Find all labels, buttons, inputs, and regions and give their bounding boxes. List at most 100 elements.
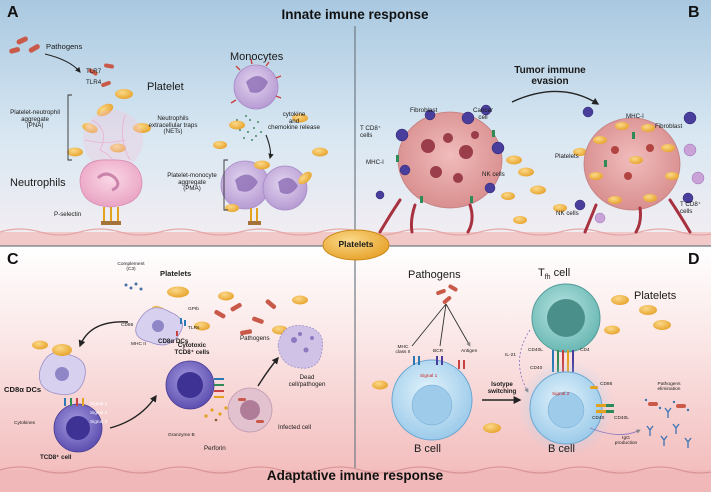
d-elim-line2: elimination	[657, 387, 681, 393]
d-tfh-tail: cell	[550, 267, 571, 279]
d-elim-line1: Pathogens	[657, 382, 681, 387]
c-signal2-label: Signal 2	[90, 411, 108, 416]
a-cytokine-line2: and	[288, 117, 300, 125]
d-isotype-label: Isotype switching	[480, 381, 524, 395]
c-gpib-label: GPIb	[188, 307, 199, 312]
d-il21-label: IL-21	[505, 353, 516, 358]
c-cytokines-label: Cytokines	[14, 421, 36, 426]
c-tcd8-cell-label: TCD8⁺ cell	[40, 454, 72, 461]
c-dead-line2: cell/pathogen	[288, 380, 326, 388]
c-complement-line2: (C3)	[126, 267, 136, 273]
d-pathogens-label: Pathogens	[408, 269, 461, 281]
b-platelets-label: Platelets	[555, 153, 579, 160]
c-platelets-label: Platelets	[160, 269, 192, 278]
c-cd8a-dcs-left: CD8α DCs	[4, 385, 42, 394]
a-pna-line3: (PNA)	[26, 122, 44, 129]
a-pma-line2: aggregate	[178, 178, 206, 186]
panel-c-letter: C	[7, 251, 19, 268]
b-cancer-cell-label: Cancer cell	[468, 107, 498, 121]
a-cytokine-line1: cytokine	[282, 111, 306, 118]
c-signal1-label: Signal 1	[90, 402, 108, 407]
panel-a-letter: A	[7, 4, 19, 21]
c-cd86-label: CD86	[121, 323, 134, 328]
d-cd40l-top: CD40L	[528, 348, 543, 353]
d-bcr-label: BCR	[433, 349, 444, 354]
endothelium-bottom	[0, 466, 711, 492]
b-tcd8-left-line2: cells	[360, 131, 373, 139]
d-isotype-line2: switching	[487, 387, 517, 395]
panel-d-art	[372, 283, 692, 456]
a-platelet-label: Platelet	[147, 81, 184, 93]
b-mhc-right: MHC-I	[626, 113, 644, 120]
a-nets-line1: Neutrophils	[157, 115, 189, 122]
b-tcd8-left: T CD8⁺ cells	[360, 125, 382, 139]
c-tlrs-label: TLRs	[188, 326, 200, 331]
c-pathogens-label: Pathogens	[240, 335, 270, 342]
d-platelets-label: Platelets	[634, 290, 677, 302]
a-pma-line3: (PMA)	[183, 185, 201, 192]
a-pathogens-label: Pathogens	[46, 42, 83, 51]
d-b-cell-right: B cell	[548, 443, 575, 455]
c-dead-label: Dead cell/pathogen	[285, 374, 329, 388]
panel-d-letter: D	[688, 251, 700, 268]
c-complement-line1: Complement	[117, 262, 145, 267]
a-pna-line2: aggregate	[21, 115, 49, 123]
adaptive-title: Adaptative imune response	[266, 468, 444, 483]
panel-a-art	[9, 36, 328, 225]
d-cd40l-right: CD40L	[614, 416, 629, 421]
a-monocytes-label: Monocytes	[230, 51, 284, 63]
d-tfh-t: T	[538, 267, 545, 279]
a-cytokine-line3: chemokine release	[268, 124, 320, 131]
c-mhc-ii-label: MHC II	[131, 342, 146, 347]
b-cancer-line2: cell	[478, 113, 488, 121]
c-infected-label: Infected cell	[278, 424, 312, 431]
a-pna-label: Platelet-neutrophil aggregate (PNA)	[2, 109, 68, 130]
center-platelet	[322, 229, 390, 261]
c-cytotoxic-label: Cytotoxic TCD8⁺ cells	[160, 342, 224, 356]
c-complement-label: Complement (C3)	[108, 262, 154, 272]
c-cytotoxic-line1: Cytotoxic	[177, 342, 207, 349]
d-cd4-label: CD4	[580, 348, 590, 353]
b-title-line1: Tumor immune	[514, 65, 586, 76]
a-cytokine-label: cytokine and chemokine release	[262, 111, 326, 132]
b-title: Tumor immune evasion	[500, 65, 600, 87]
d-elimination-label: Pathogens elimination	[648, 382, 690, 392]
d-mhc-line2: class II	[395, 350, 411, 356]
b-fibroblast-left: Fibroblast	[410, 107, 438, 114]
d-antigen-label: Antigen	[461, 349, 478, 354]
c-dead-line1: Dead	[299, 374, 315, 381]
d-cd40-top: CD40	[530, 366, 543, 371]
d-b-cell-left: B cell	[414, 443, 441, 455]
b-cancer-line1: Cancer	[473, 107, 493, 114]
a-pma-line1: Platelet-monocyte	[167, 172, 217, 179]
d-tfh-sub: fh	[544, 274, 551, 282]
a-nets-line2: extracellular traps	[148, 121, 198, 129]
b-title-line2: evasion	[531, 75, 569, 87]
a-nets-label: Neutrophils extracellular traps (NETs)	[134, 115, 212, 136]
d-signal1-label: Signal 1	[420, 374, 438, 379]
d-tfh-label: Tfh cell	[538, 267, 571, 282]
a-tlr4-label: TLR4	[86, 79, 102, 86]
panel-c-art	[32, 282, 324, 453]
b-tcd8-left-line1: T CD8⁺	[360, 125, 382, 132]
b-fibroblast-right: Fibroblast	[655, 123, 683, 130]
center-platelets-label: Platelets	[338, 239, 374, 249]
c-granzyme-label: Granzyme B	[168, 433, 195, 438]
b-nk-left: NK cells	[482, 171, 505, 178]
d-igg-line1: IgG	[622, 436, 630, 441]
c-cytotoxic-line2: TCD8⁺ cells	[174, 348, 210, 356]
innate-title: Innate imune response	[281, 7, 429, 22]
a-neutrophils-label: Neutrophils	[10, 177, 66, 189]
a-nets-line3: (NETs)	[163, 128, 183, 135]
c-signal3-label: Signal 3	[90, 420, 108, 425]
d-mhc-line1: MHC	[397, 345, 409, 350]
b-mhc-left: MHC-I	[366, 159, 384, 166]
b-tcd8-right: T CD8⁺ cells	[680, 201, 702, 215]
b-nk-right: NK cells	[556, 210, 579, 217]
a-pna-line1: Platelet-neutrophil	[10, 109, 60, 116]
b-tcd8-right-line1: T CD8⁺	[680, 201, 702, 208]
a-p-selectin-label: P-selectin	[54, 211, 82, 218]
c-perforin-label: Perforin	[204, 445, 226, 452]
